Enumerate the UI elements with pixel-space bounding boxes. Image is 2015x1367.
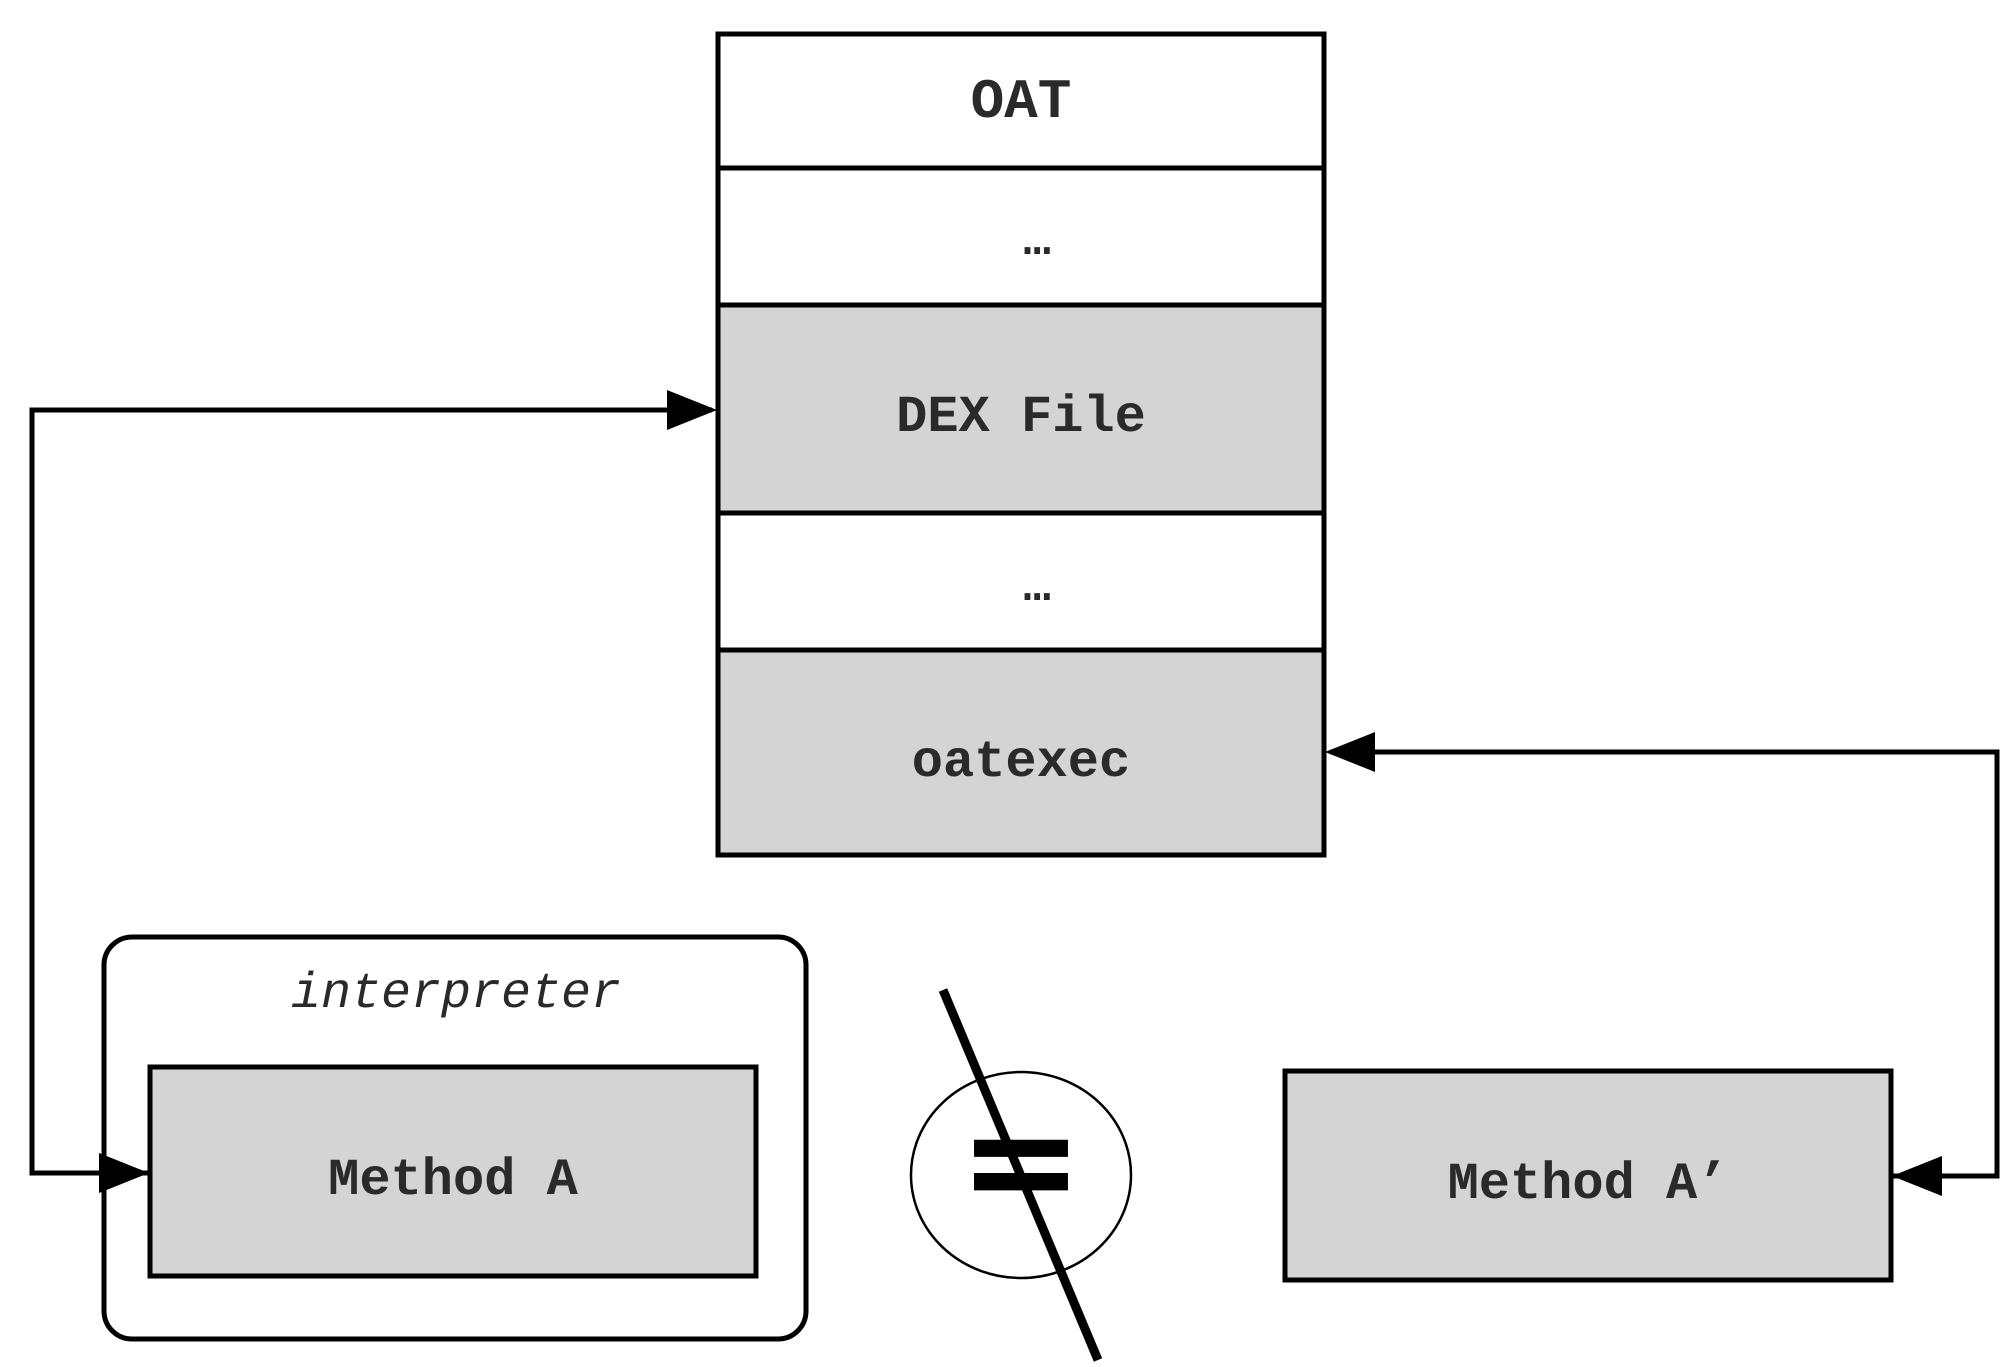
dex-file-block [715, 302, 1327, 516]
interpreter-title: interpreter [291, 966, 621, 1023]
oat-ellipsis-block-1 [715, 165, 1327, 308]
oatexec-label: oatexec [912, 733, 1130, 792]
equals-sign: = [958, 1074, 1084, 1248]
oat-ellipsis-label-2: … [1023, 562, 1051, 614]
oat-header-block [715, 31, 1327, 171]
not-equal-icon: = [909, 988, 1133, 1362]
method-a-label: Method A [328, 1151, 578, 1210]
dex-file-label: DEX File [896, 388, 1146, 447]
compiled-method-group: Method A’ [1282, 1068, 1894, 1283]
oat-ellipsis-block-2 [715, 510, 1327, 653]
oatexec-block [715, 647, 1327, 858]
oat-stack: OAT … DEX File … oatexec [715, 31, 1327, 858]
interpreter-group: interpreter Method A [101, 934, 809, 1342]
method-a-block [147, 1064, 759, 1279]
method-a-prime-block [1282, 1068, 1894, 1283]
oat-ellipsis-label-1: … [1023, 216, 1051, 268]
not-equal-slash [938, 988, 1103, 1362]
method-a-prime-label: Method A’ [1448, 1155, 1729, 1214]
oat-header-label: OAT [971, 70, 1072, 134]
